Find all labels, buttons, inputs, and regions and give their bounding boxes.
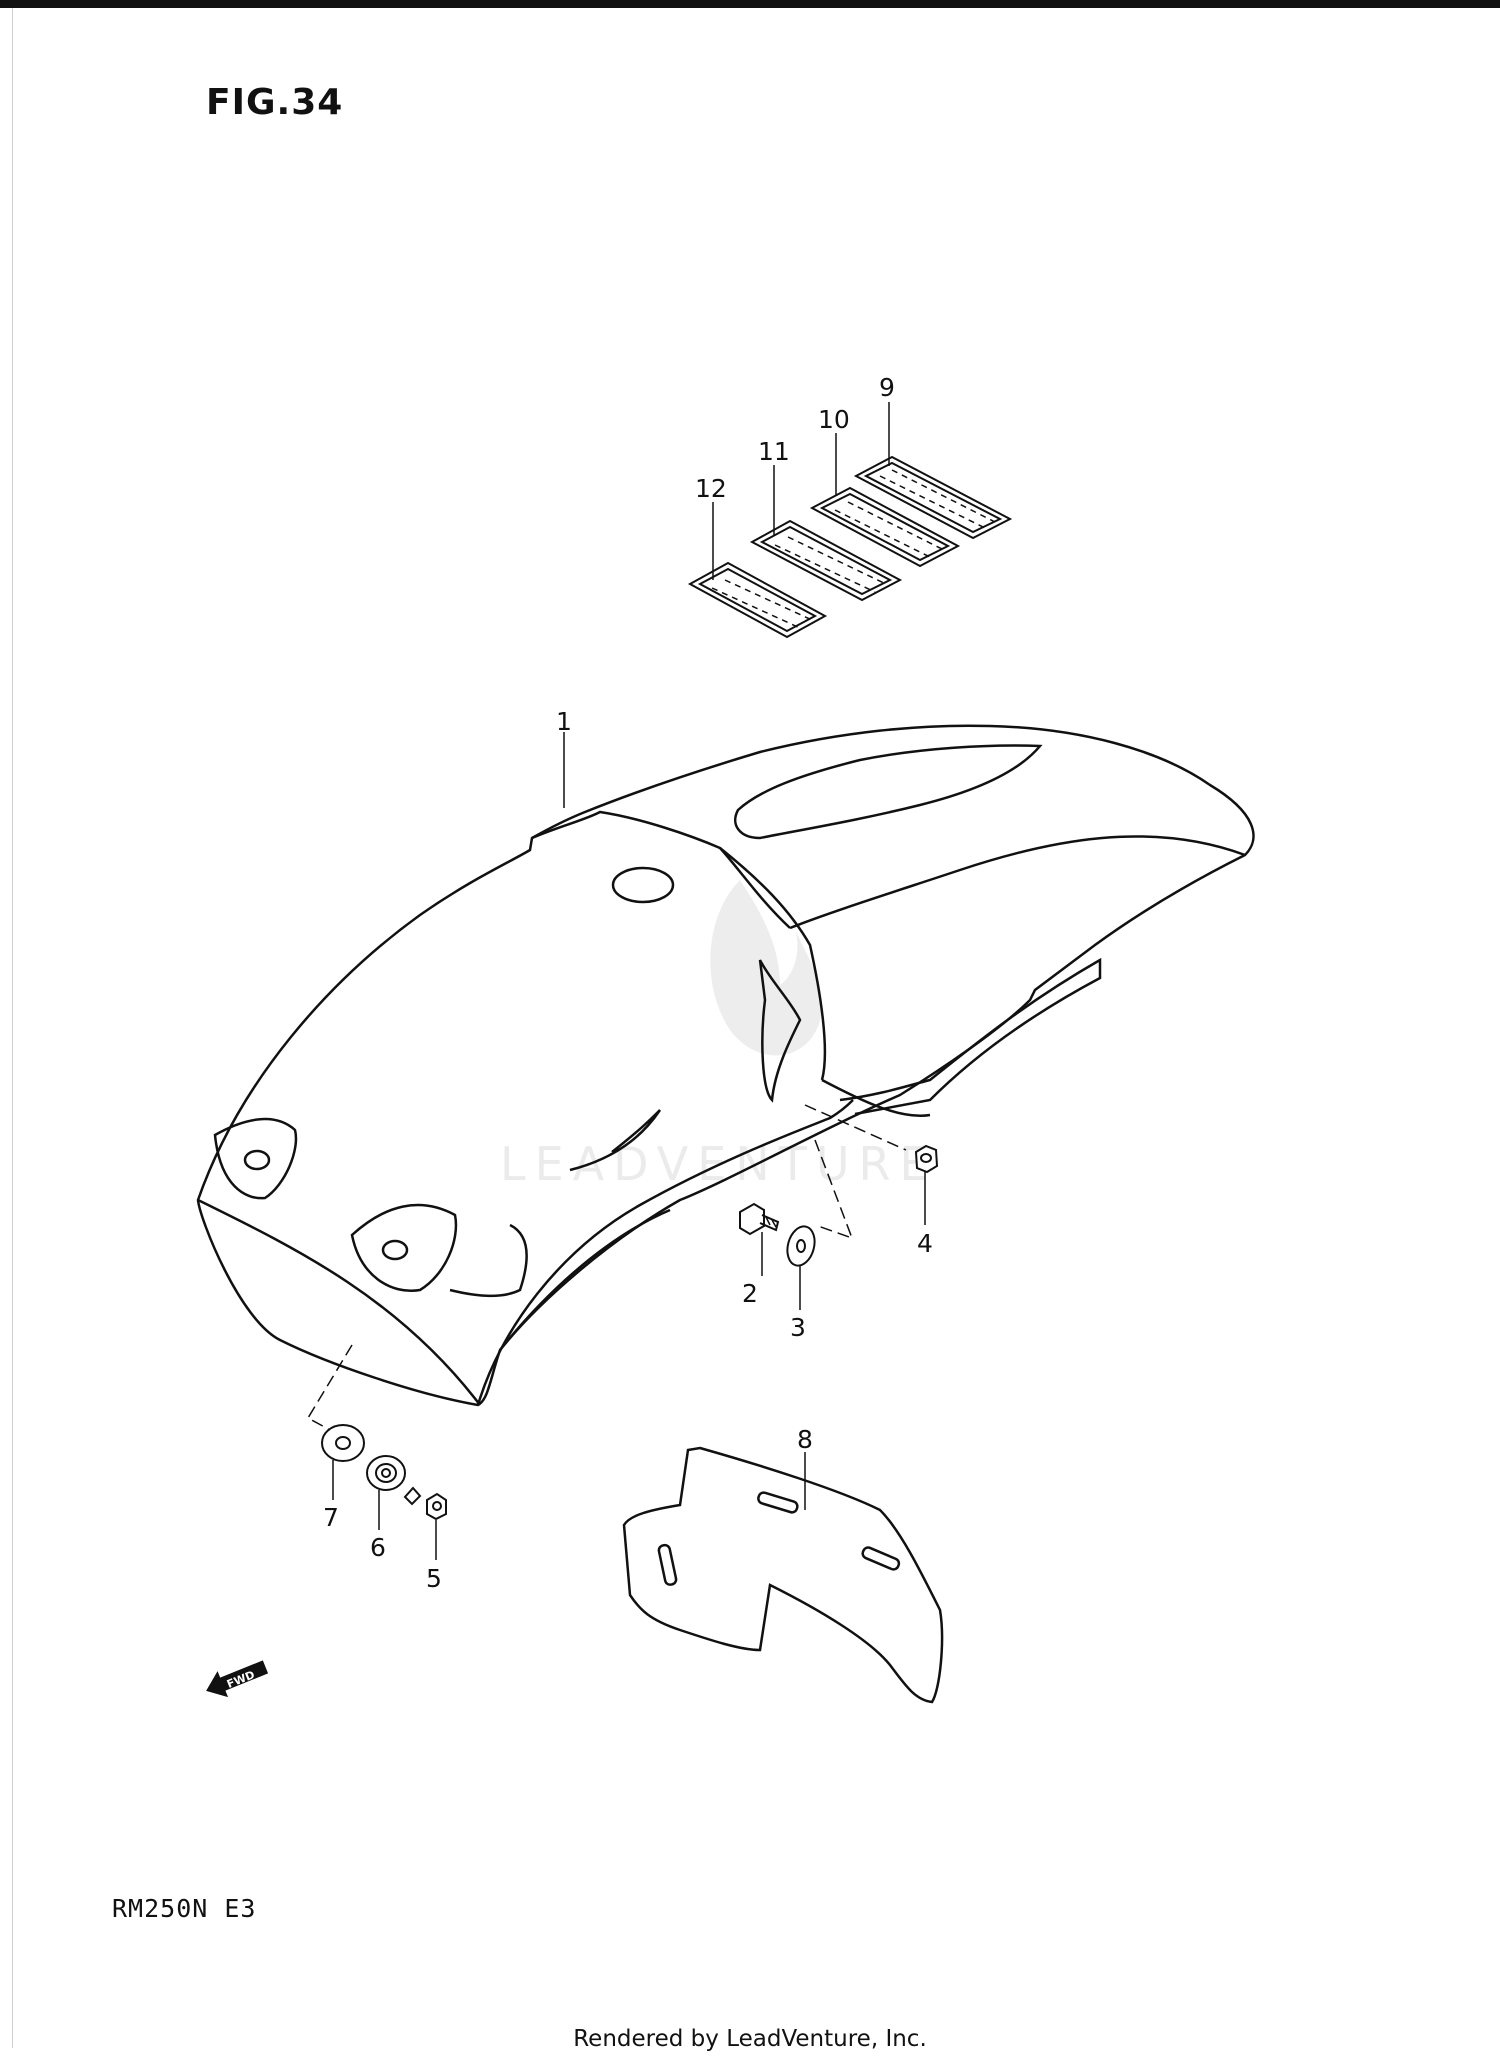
top-border (0, 0, 1500, 8)
forward-arrow-icon: FWD (206, 1660, 269, 1698)
left-margin-rule (12, 8, 13, 2048)
callout-10: 10 (818, 405, 850, 434)
callout-8: 8 (797, 1425, 813, 1454)
fender-top-hole (611, 866, 675, 904)
callout-3: 3 (790, 1313, 806, 1342)
fender-outline (196, 724, 1255, 1407)
collar-6 (366, 1455, 406, 1491)
callout-6: 6 (370, 1533, 386, 1562)
watermark: LEADVENTURE (500, 880, 938, 1191)
callout-12: 12 (695, 474, 727, 503)
footer-credit: Rendered by LeadVenture, Inc. (573, 2026, 927, 2052)
decal-9 (853, 455, 1013, 540)
figure-title: FIG.34 (206, 82, 344, 123)
decal-group (687, 455, 1013, 639)
decal-10 (809, 486, 961, 568)
forward-arrow-label: FWD (225, 1668, 257, 1691)
callout-11: 11 (758, 437, 790, 466)
assembly-lines (306, 1104, 907, 1431)
washer-3 (786, 1225, 816, 1267)
watermark-text: LEADVENTURE (500, 1137, 938, 1191)
bolt-5 (403, 1486, 447, 1521)
nut-4 (914, 1144, 939, 1174)
callout-5: 5 (426, 1564, 442, 1593)
mud-flap (622, 1446, 944, 1704)
callout-4: 4 (917, 1229, 933, 1258)
callout-7: 7 (323, 1503, 339, 1532)
leader-lines (332, 402, 926, 1560)
fender-mount-boss-lower (350, 1203, 458, 1292)
washer-7 (321, 1424, 365, 1462)
decal-12 (687, 561, 828, 639)
watermark-flame-icon (710, 880, 823, 1056)
rear-fender (196, 724, 1255, 1407)
decal-11 (749, 519, 903, 602)
fender-top-recess (734, 744, 1043, 840)
bolt-2 (739, 1202, 780, 1236)
callout-9: 9 (879, 373, 895, 402)
callout-2: 2 (742, 1279, 758, 1308)
callout-1: 1 (556, 707, 572, 736)
model-code: RM250N E3 (112, 1894, 257, 1923)
callout-labels: 1 2 3 4 5 6 7 8 9 10 11 12 (323, 373, 933, 1593)
fender-mount-boss-upper (213, 1117, 298, 1200)
